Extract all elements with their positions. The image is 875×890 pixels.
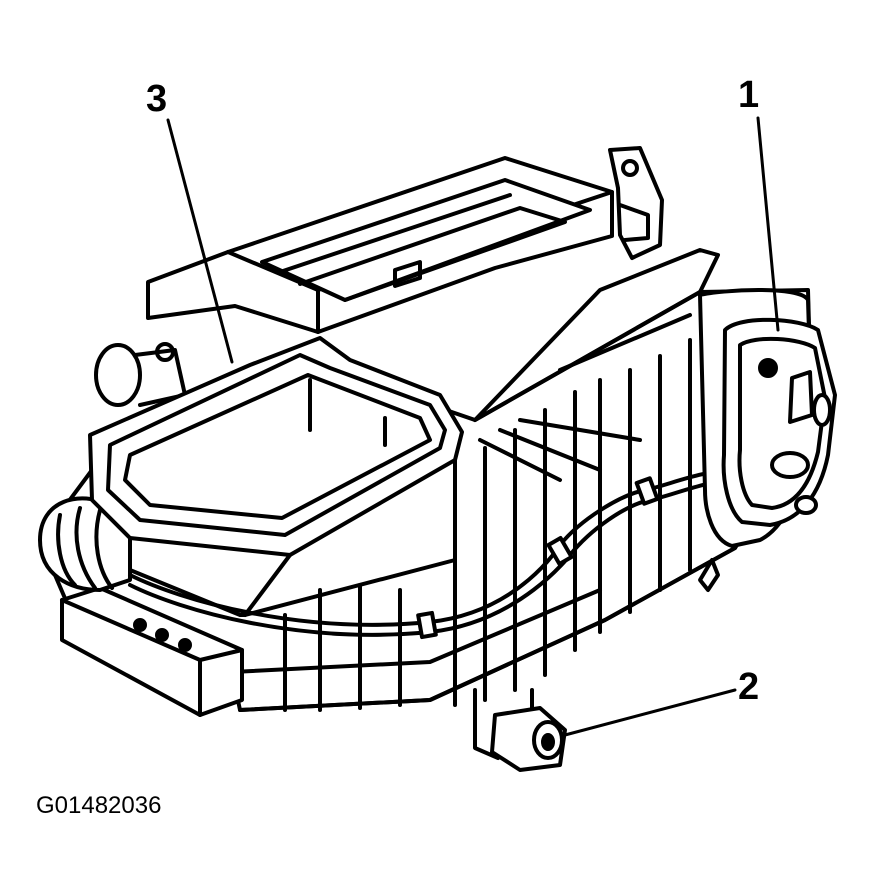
outlet-duct <box>88 336 464 617</box>
callout-3: 3 <box>146 78 168 120</box>
mounting-bracket <box>608 146 664 260</box>
tube-clip <box>698 558 720 592</box>
upper-housing <box>146 156 614 334</box>
callout-1: 1 <box>738 74 760 116</box>
leader-line-2 <box>563 688 737 737</box>
left-fitting <box>94 342 187 407</box>
leader-line-1 <box>756 116 780 332</box>
drain-fitting <box>473 688 567 772</box>
leader-lines <box>166 116 780 737</box>
figure-id: G01482036 <box>36 792 162 819</box>
actuator <box>698 288 837 548</box>
leader-line-3 <box>166 118 234 364</box>
callout-2: 2 <box>738 666 760 708</box>
tubes <box>128 468 742 640</box>
base-bar <box>60 586 244 717</box>
